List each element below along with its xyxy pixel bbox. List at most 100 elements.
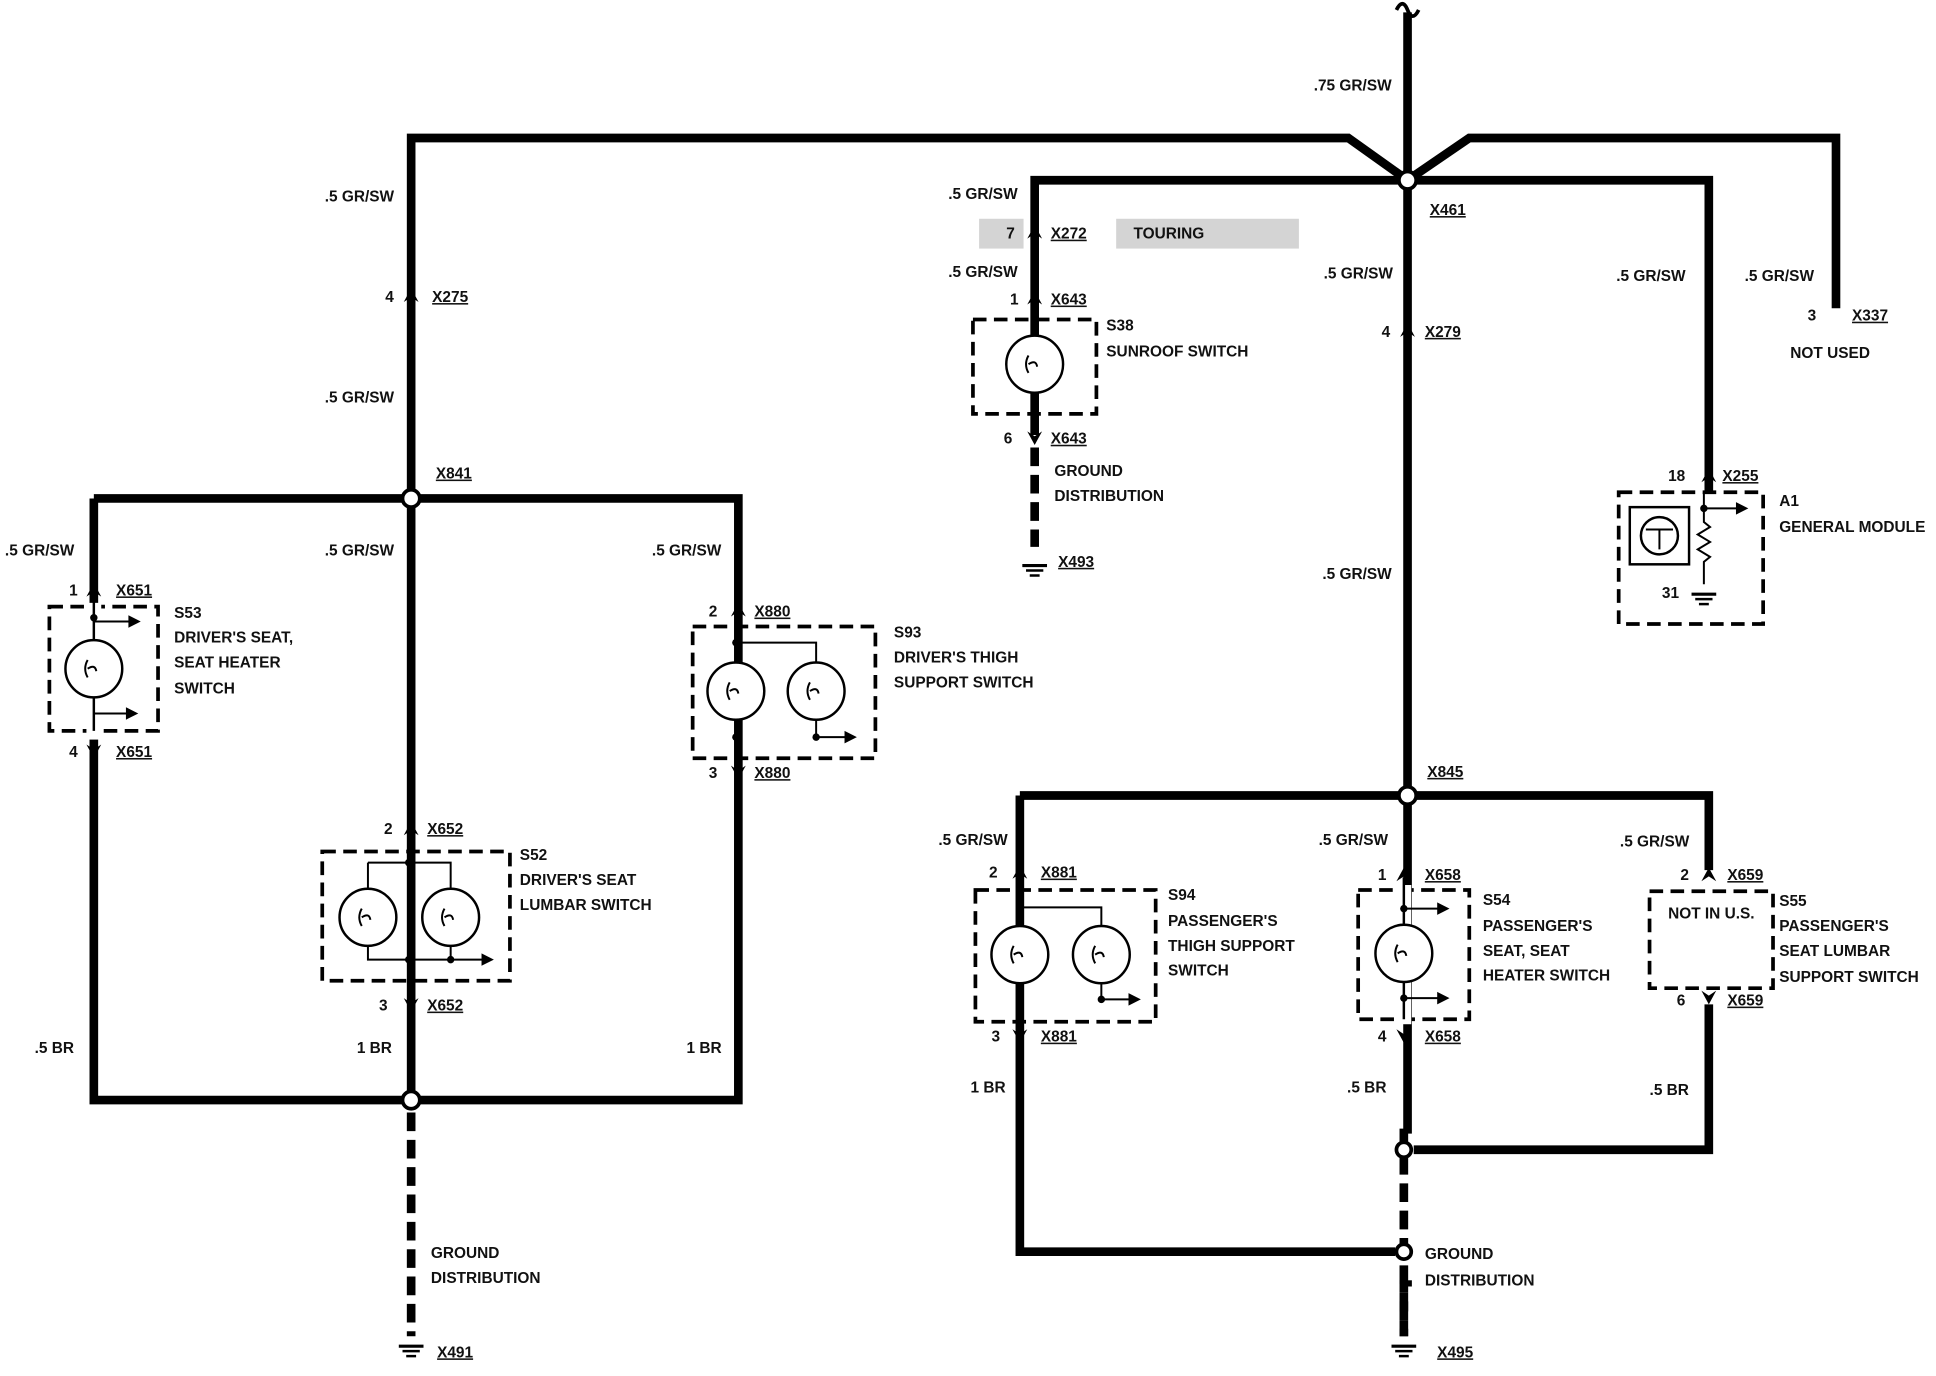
s93-line1: DRIVER'S THIGH: [894, 649, 1018, 666]
a1-pin31: 31: [1662, 585, 1680, 602]
ground-x495-icon: [1389, 1344, 1418, 1358]
s52-line1: DRIVER'S SEAT: [520, 872, 637, 889]
wire-label-br1: .5 BR: [35, 1040, 74, 1057]
wires: [89, 1, 1841, 1287]
wire-label-s94: .5 GR/SW: [938, 832, 1008, 849]
s38-branch-wire: [1030, 175, 1408, 436]
wire-label-x337: .5 GR/SW: [1745, 268, 1815, 285]
connector-x880-top: X880: [754, 603, 790, 620]
s53-switch: [47, 599, 160, 740]
gd2-line2: DISTRIBUTION: [1054, 488, 1164, 505]
splice-x461: [1397, 169, 1419, 191]
splice-x845: [1397, 784, 1419, 807]
s93-switch: [690, 624, 878, 761]
touring-label: TOURING: [1133, 226, 1204, 243]
s54-line2: SEAT, SEAT: [1483, 943, 1570, 960]
x659-bot-pin: 6: [1677, 993, 1686, 1010]
wire-label-s93: .5 GR/SW: [652, 543, 722, 560]
s52-lamp2-icon: [421, 887, 481, 948]
ground-x491-icon: [397, 1344, 426, 1358]
gd1-line2: DISTRIBUTION: [431, 1270, 541, 1287]
gd3-line2: DISTRIBUTION: [1425, 1272, 1535, 1289]
x658-bot-pin: 4: [1378, 1029, 1387, 1046]
connector-x841: X841: [436, 466, 472, 483]
connector-x658-bot: X658: [1425, 1029, 1461, 1046]
x275-pin: 4: [385, 289, 394, 306]
x652-bot-pin: 3: [379, 998, 388, 1015]
wire-label-a2: .5 GR/SW: [325, 390, 395, 407]
s94-lamp2-icon: [1071, 924, 1131, 985]
gd3-line1: GROUND: [1425, 1246, 1494, 1263]
s54-switch: [1356, 877, 1472, 1025]
connector-x651-top: X651: [116, 582, 152, 599]
connector-x659-bot: X659: [1727, 993, 1763, 1010]
connector-x493: X493: [1058, 554, 1094, 571]
splice-s55-return: [1394, 1140, 1414, 1160]
s53-id: S53: [174, 605, 202, 622]
not-used-label: NOT USED: [1790, 345, 1870, 362]
connector-x880-bot: X880: [754, 765, 790, 782]
labels: .75 GR/SW X461 4 X275 .5 GR/SW .5 GR/SW …: [5, 78, 1925, 1362]
connector-x272: X272: [1051, 226, 1087, 243]
splice-x841: [400, 487, 422, 510]
s93-id: S93: [894, 625, 922, 642]
touring-shade-right: [1116, 218, 1299, 249]
s93-lamp2-icon: [786, 661, 846, 721]
s55-return-wire: [1407, 1004, 1714, 1155]
x881-top-pin: 2: [989, 865, 998, 882]
driver-seat-loop-wire: [89, 494, 743, 1105]
s38-id: S38: [1106, 318, 1134, 335]
s94-id: S94: [1168, 887, 1196, 904]
x651-top-pin: 1: [69, 582, 78, 599]
a1-branch-wire: [1407, 175, 1714, 491]
a1-id: A1: [1779, 493, 1799, 510]
splice-ground-right: [1394, 1242, 1414, 1262]
x272-pin: 7: [1006, 226, 1015, 243]
gd2-line1: GROUND: [1054, 463, 1123, 480]
wire-label-center2: .5 GR/SW: [1322, 566, 1392, 583]
connector-x659-top: X659: [1727, 867, 1763, 884]
s54-line1: PASSENGER'S: [1483, 918, 1593, 935]
wire-label-br6: .5 BR: [1650, 1082, 1689, 1099]
a1-line1: GENERAL MODULE: [1779, 519, 1925, 536]
s52-switch: [320, 849, 512, 983]
connector-x461: X461: [1430, 202, 1466, 219]
splice-ground-left: [400, 1089, 422, 1111]
x881-bot-pin: 3: [991, 1029, 1000, 1046]
s38-switch: [971, 317, 1099, 416]
s55-line1: PASSENGER'S: [1779, 918, 1889, 935]
x880-bot-pin: 3: [709, 765, 718, 782]
s53-lamp-icon: [64, 638, 124, 699]
s55-switch: [1647, 889, 1775, 991]
x337-pin: 3: [1808, 308, 1817, 325]
wire-break-symbol: [1394, 1, 1421, 18]
a1-general-module: [1616, 490, 1765, 626]
x337-branch-wire: [1405, 133, 1841, 309]
touring-shade-left: [979, 218, 1024, 249]
s94-line2: THIGH SUPPORT: [1168, 938, 1295, 955]
wire-label-s38a: .5 GR/SW: [948, 186, 1018, 203]
not-in-us-label: NOT IN U.S.: [1668, 906, 1755, 923]
wire-label-s38b: .5 GR/SW: [948, 264, 1018, 281]
x279-pin: 4: [1382, 324, 1391, 341]
s53-line1: DRIVER'S SEAT,: [174, 630, 293, 647]
wire-label-top: .75 GR/SW: [1314, 78, 1392, 95]
s53-line2: SEAT HEATER: [174, 654, 281, 671]
connector-x495: X495: [1437, 1344, 1473, 1361]
s55-line3: SUPPORT SWITCH: [1779, 969, 1919, 986]
left-branch-wire: [406, 133, 1411, 1101]
s38-lamp-icon: [1005, 334, 1065, 395]
x880-top-pin: 2: [709, 603, 718, 620]
connector-x275: X275: [432, 289, 468, 306]
s54-line3: HEATER SWITCH: [1483, 968, 1610, 985]
s53-line3: SWITCH: [174, 681, 235, 698]
x255-pin: 18: [1668, 468, 1686, 485]
wire-label-a1: .5 GR/SW: [325, 188, 395, 205]
ground-x493-icon: [1020, 564, 1049, 578]
connector-x658-top: X658: [1425, 867, 1461, 884]
connector-x652-bot: X652: [427, 998, 463, 1015]
x651-bot-pin: 4: [69, 744, 78, 761]
wire-label-br2: 1 BR: [357, 1040, 392, 1057]
s55-id: S55: [1779, 893, 1807, 910]
